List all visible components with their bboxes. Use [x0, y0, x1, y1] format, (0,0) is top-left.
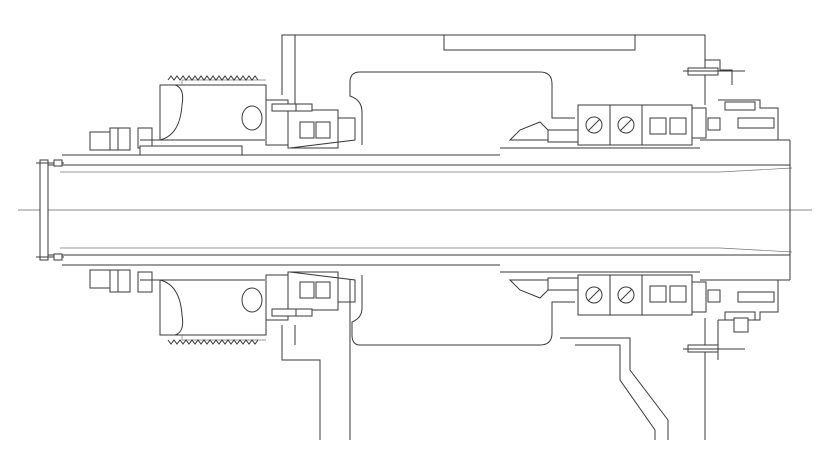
spindle-shaft	[36, 139, 793, 281]
front-end-cap	[707, 99, 779, 333]
clamp-bolts	[271, 67, 775, 353]
rear-nut	[89, 127, 153, 293]
front-cylindrical-roller-bearing	[641, 104, 707, 316]
gear-ring	[159, 75, 267, 345]
housing	[281, 34, 733, 440]
